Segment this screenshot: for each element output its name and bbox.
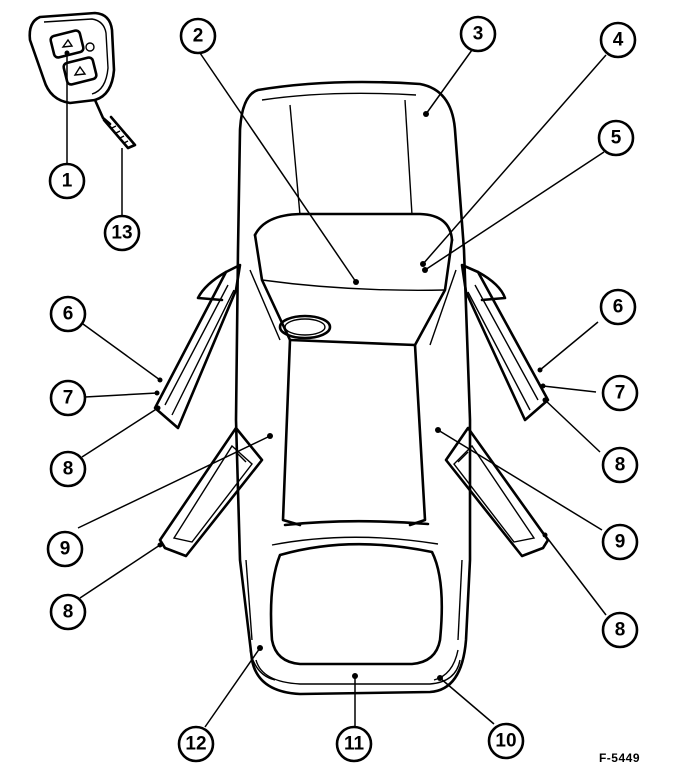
callout-12: 12: [177, 725, 215, 763]
callout-11: 11: [335, 725, 373, 763]
callout-7-right: 7: [601, 374, 639, 412]
callout-4: 4: [599, 21, 637, 59]
callout-5: 5: [597, 119, 635, 157]
svg-text:11: 11: [344, 734, 365, 755]
callout-13: 13: [103, 214, 141, 252]
svg-text:7: 7: [63, 388, 74, 409]
callout-2: 2: [179, 17, 217, 55]
svg-text:9: 9: [60, 539, 71, 560]
figure-code: F-5449: [598, 751, 640, 765]
svg-text:7: 7: [615, 383, 626, 404]
svg-text:8: 8: [615, 620, 626, 641]
front-left-door-icon: [153, 263, 242, 430]
car-top-view-icon: [234, 80, 472, 696]
callout-9-left: 9: [46, 530, 84, 568]
leader-lines: [64, 49, 607, 728]
svg-text:6: 6: [63, 304, 74, 325]
callout-10: 10: [487, 722, 525, 760]
callout-8-right-front: 8: [601, 446, 639, 484]
callout-8-right-rear: 8: [601, 611, 639, 649]
svg-text:9: 9: [615, 532, 626, 553]
rear-right-door-icon: [444, 426, 550, 558]
callout-6-right: 6: [599, 288, 637, 326]
svg-text:13: 13: [111, 223, 132, 244]
svg-text:8: 8: [63, 602, 74, 623]
rear-left-door-icon: [158, 426, 264, 558]
callout-6-left: 6: [49, 295, 87, 333]
front-right-door-icon: [460, 263, 550, 422]
svg-text:5: 5: [611, 128, 622, 149]
svg-text:8: 8: [615, 455, 626, 476]
callout-8-left-rear: 8: [49, 593, 87, 631]
svg-text:10: 10: [495, 731, 516, 752]
callout-7-left: 7: [49, 379, 87, 417]
svg-text:3: 3: [473, 24, 484, 45]
callout-1: 1: [48, 162, 86, 200]
svg-text:1: 1: [62, 171, 73, 192]
svg-text:4: 4: [613, 30, 624, 51]
svg-text:2: 2: [193, 26, 204, 47]
key-fob-icon: [28, 11, 137, 150]
callout-8-left-front: 8: [49, 450, 87, 488]
svg-text:12: 12: [185, 734, 206, 755]
callout-3: 3: [459, 15, 497, 53]
svg-text:6: 6: [613, 297, 624, 318]
svg-text:8: 8: [63, 459, 74, 480]
callout-9-right: 9: [601, 523, 639, 561]
